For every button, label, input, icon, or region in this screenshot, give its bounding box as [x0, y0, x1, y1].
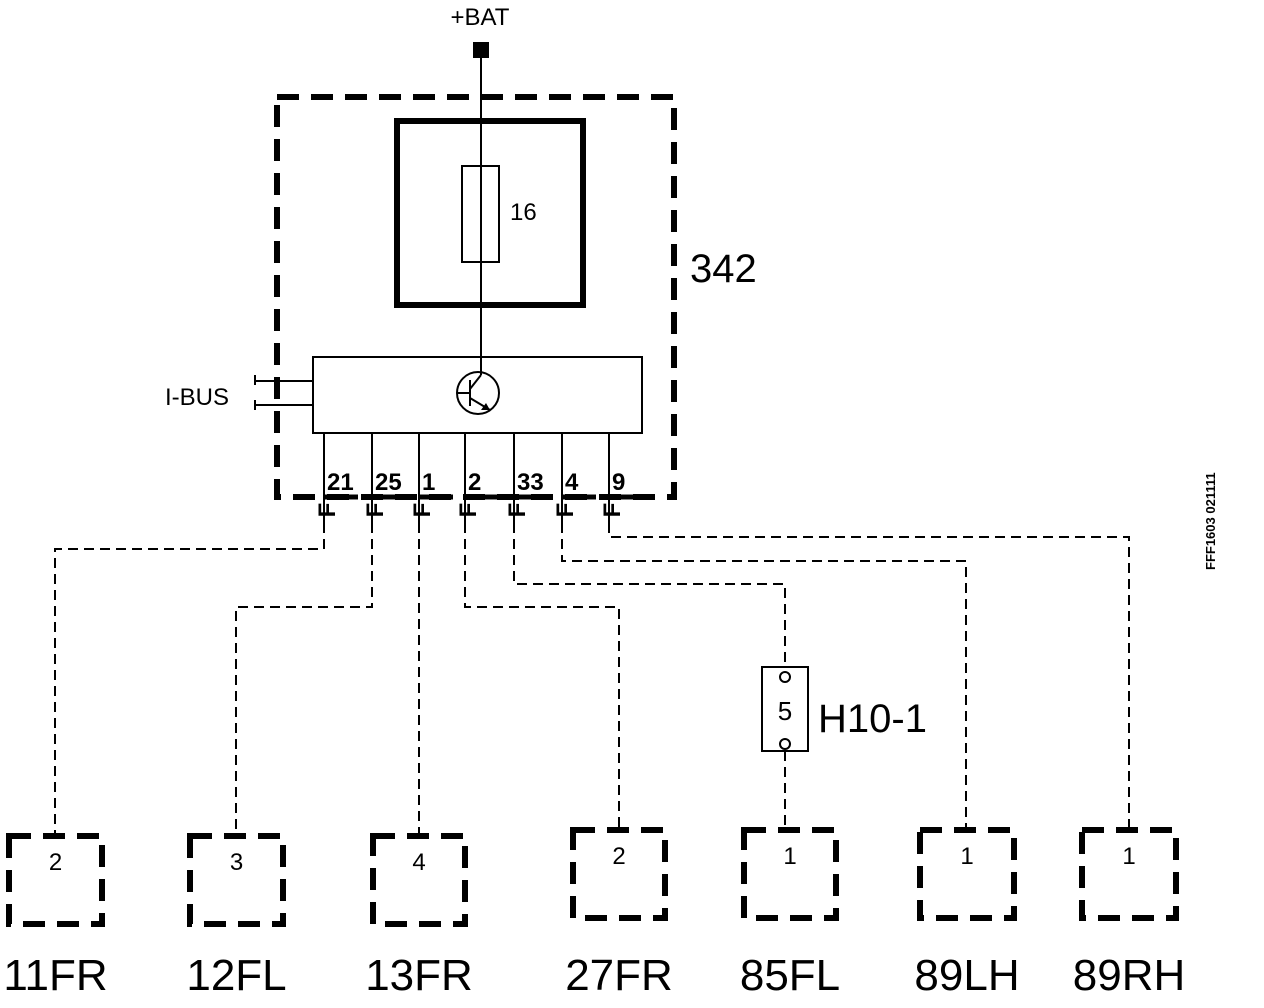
connector-name: 89LH: [914, 951, 1019, 1000]
connector-outline: [1079, 827, 1179, 921]
connector-outline: [370, 833, 468, 927]
connector-name: 12FL: [186, 951, 286, 1000]
connector-pin: 1: [783, 843, 796, 870]
connector-12fl: 3 12FL: [186, 833, 287, 1000]
module-outline: [274, 94, 677, 500]
relay-contact-bottom: [779, 738, 791, 750]
connector-name: 13FR: [365, 951, 473, 1000]
connector-pin: 2: [49, 849, 62, 876]
pin-code: F: [599, 503, 626, 518]
pin-code: F: [504, 503, 531, 518]
wire-89rh: [608, 523, 1130, 830]
bat-terminal: [473, 42, 489, 58]
connector-pin: 3: [230, 849, 243, 876]
pin-code: F: [362, 503, 389, 518]
pin-number: 33: [517, 469, 544, 496]
module-id: 342: [690, 247, 757, 291]
pin-code: F: [455, 503, 482, 518]
connector-name: 85FL: [740, 951, 840, 1000]
pin-number: 2: [468, 469, 481, 496]
figure-code: FFF1603 021111: [1203, 472, 1218, 570]
connector-pin: 1: [1122, 843, 1135, 870]
wire-11fr: [54, 523, 325, 836]
connector-pin: 1: [960, 843, 973, 870]
connector-outline: [741, 827, 839, 921]
fuse-box: [394, 118, 586, 308]
connector-pin: 4: [412, 849, 425, 876]
connector-outline: [6, 833, 105, 927]
connector-pin: 2: [612, 843, 625, 870]
connector-85fl: 1 85FL: [740, 827, 840, 1000]
pin-number: 1: [422, 469, 435, 496]
connector-13fr: 4 13FR: [365, 833, 473, 1000]
bus-connector: [254, 375, 313, 410]
pin-number: 4: [565, 469, 579, 496]
pin-number: 9: [612, 469, 625, 496]
connector-name: 11FR: [3, 951, 107, 1000]
wire-89lh: [561, 523, 967, 830]
pin-code: F: [314, 503, 341, 518]
relay-pin: 5: [778, 696, 792, 726]
connector-outline: [570, 827, 668, 921]
connector-name: 89RH: [1073, 951, 1186, 1000]
pin-group: 21F 25F 1F 2F 33F 4F 9F: [314, 433, 643, 523]
bat-label: +BAT: [451, 4, 510, 31]
pin-number: 25: [375, 469, 402, 496]
bus-label: I-BUS: [165, 384, 229, 411]
wire-relay-in: [513, 523, 786, 667]
electronics-block: [312, 356, 643, 434]
connector-11fr: 2 11FR: [3, 833, 108, 1000]
relay-id: H10-1: [818, 697, 927, 741]
connector-group: 2 11FR 3 12FL 4 13FR 2 27FR 1 85FL 1 89LH 1 89RH: [3, 827, 1186, 1000]
connector-89lh: 1 89LH: [914, 827, 1020, 1000]
pin-number: 21: [327, 469, 354, 496]
wire-27fr: [464, 523, 620, 830]
wire-group: [54, 523, 1130, 836]
pin-code: F: [552, 503, 579, 518]
connector-outline: [917, 827, 1017, 921]
relay-contact-top: [779, 671, 791, 683]
wire-12fl: [235, 523, 373, 836]
pin-code: F: [409, 503, 436, 518]
connector-outline: [187, 833, 286, 927]
connector-89rh: 1 89RH: [1073, 827, 1186, 1000]
transistor-icon: [456, 357, 500, 415]
connector-27fr: 2 27FR: [565, 827, 673, 1000]
connector-name: 27FR: [565, 951, 673, 1000]
fuse-rating: 16: [510, 199, 537, 226]
